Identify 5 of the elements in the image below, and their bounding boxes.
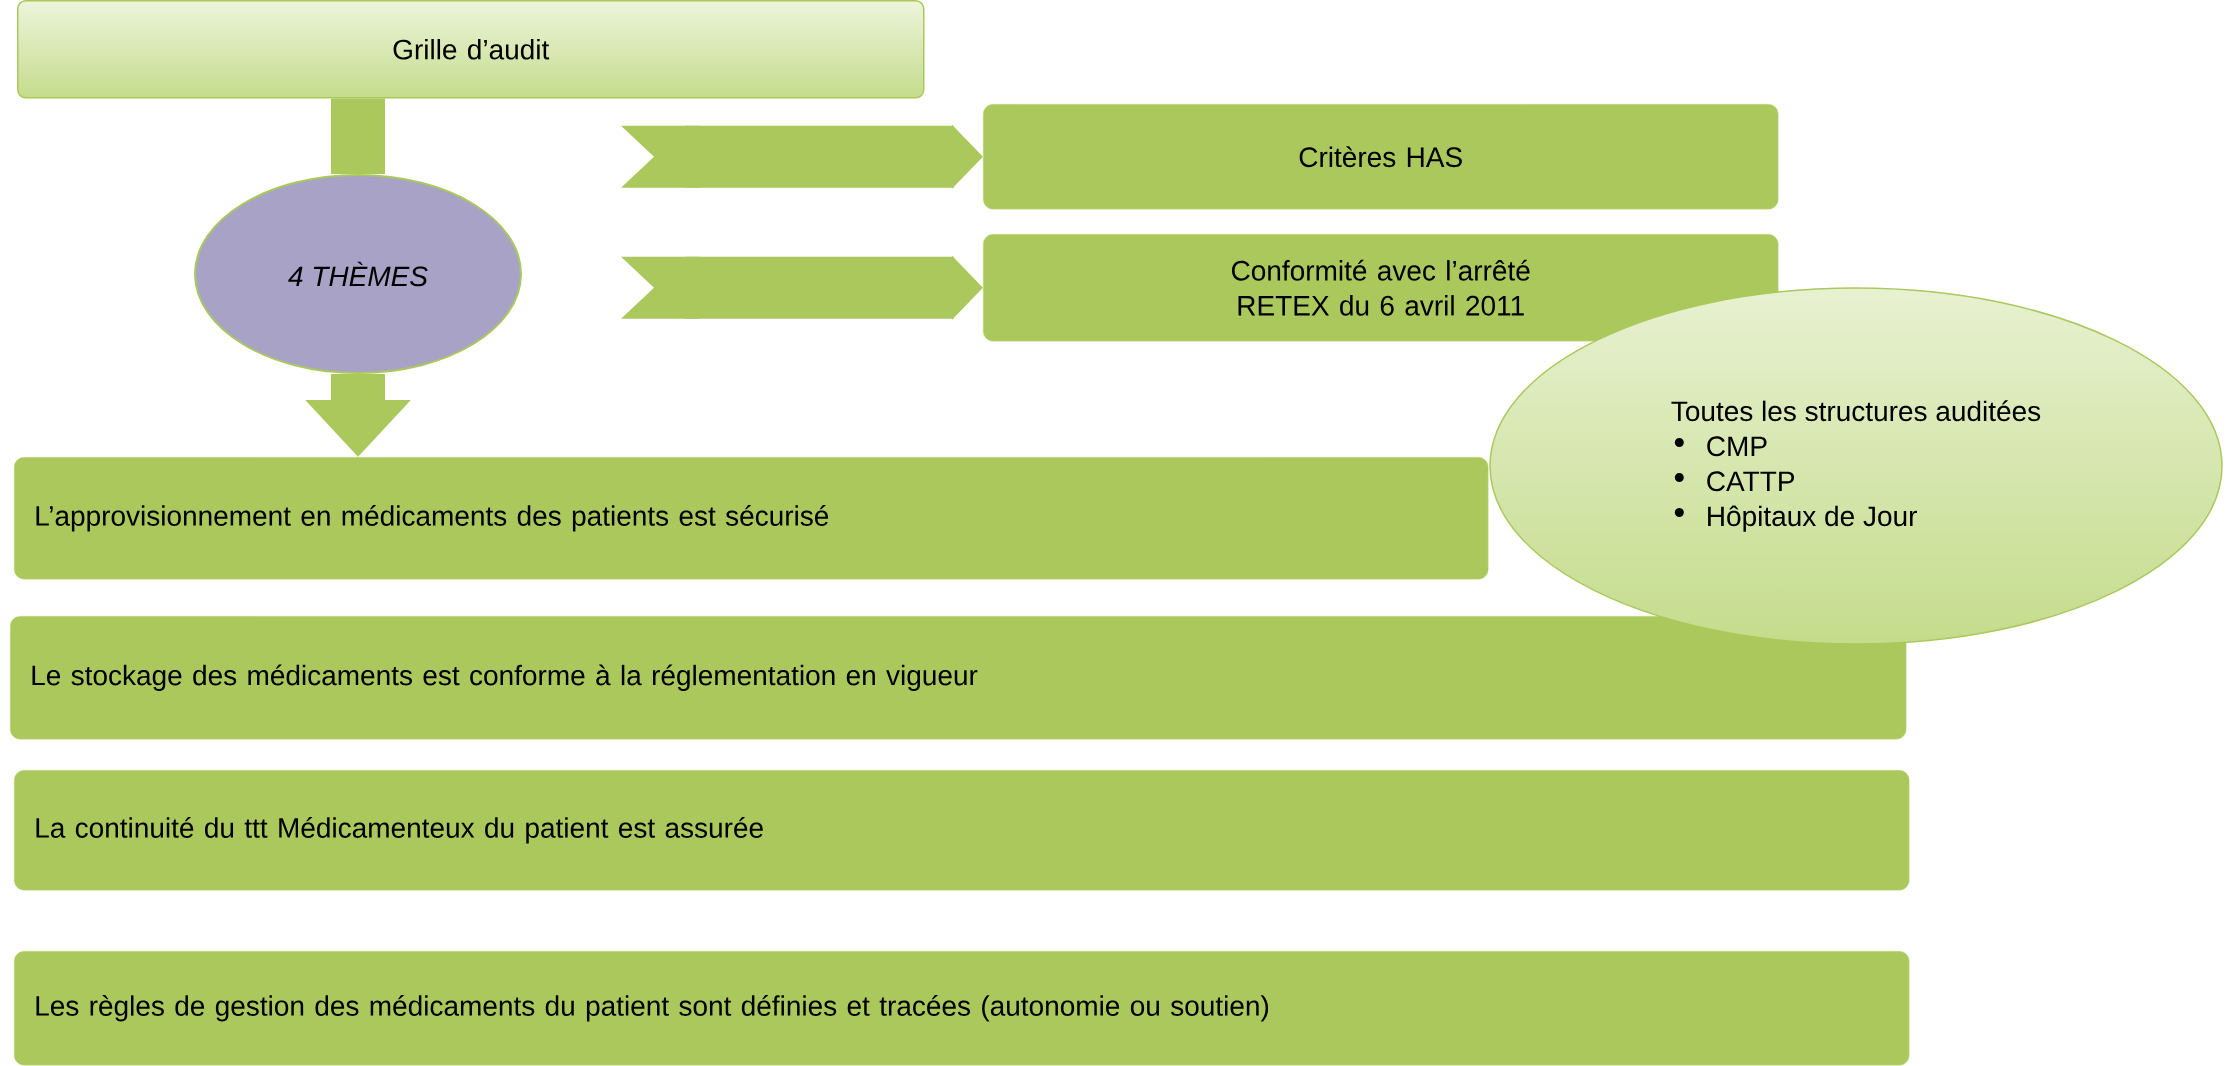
theme-box: Les règles de gestion des médicaments du patient sont définies et tracées (autonomie ou soutien) — [14, 951, 1910, 1066]
theme-box: La continuité du ttt Médicamenteux du patient est assurée — [14, 770, 1910, 891]
theme-box: Le stockage des médicaments est conforme à la réglementation en vigueur — [10, 616, 1907, 740]
theme-box: L’approvisionnement en médicaments des patients est sécurisé — [14, 457, 1489, 580]
title-box: Grille d’audit — [17, 0, 925, 99]
